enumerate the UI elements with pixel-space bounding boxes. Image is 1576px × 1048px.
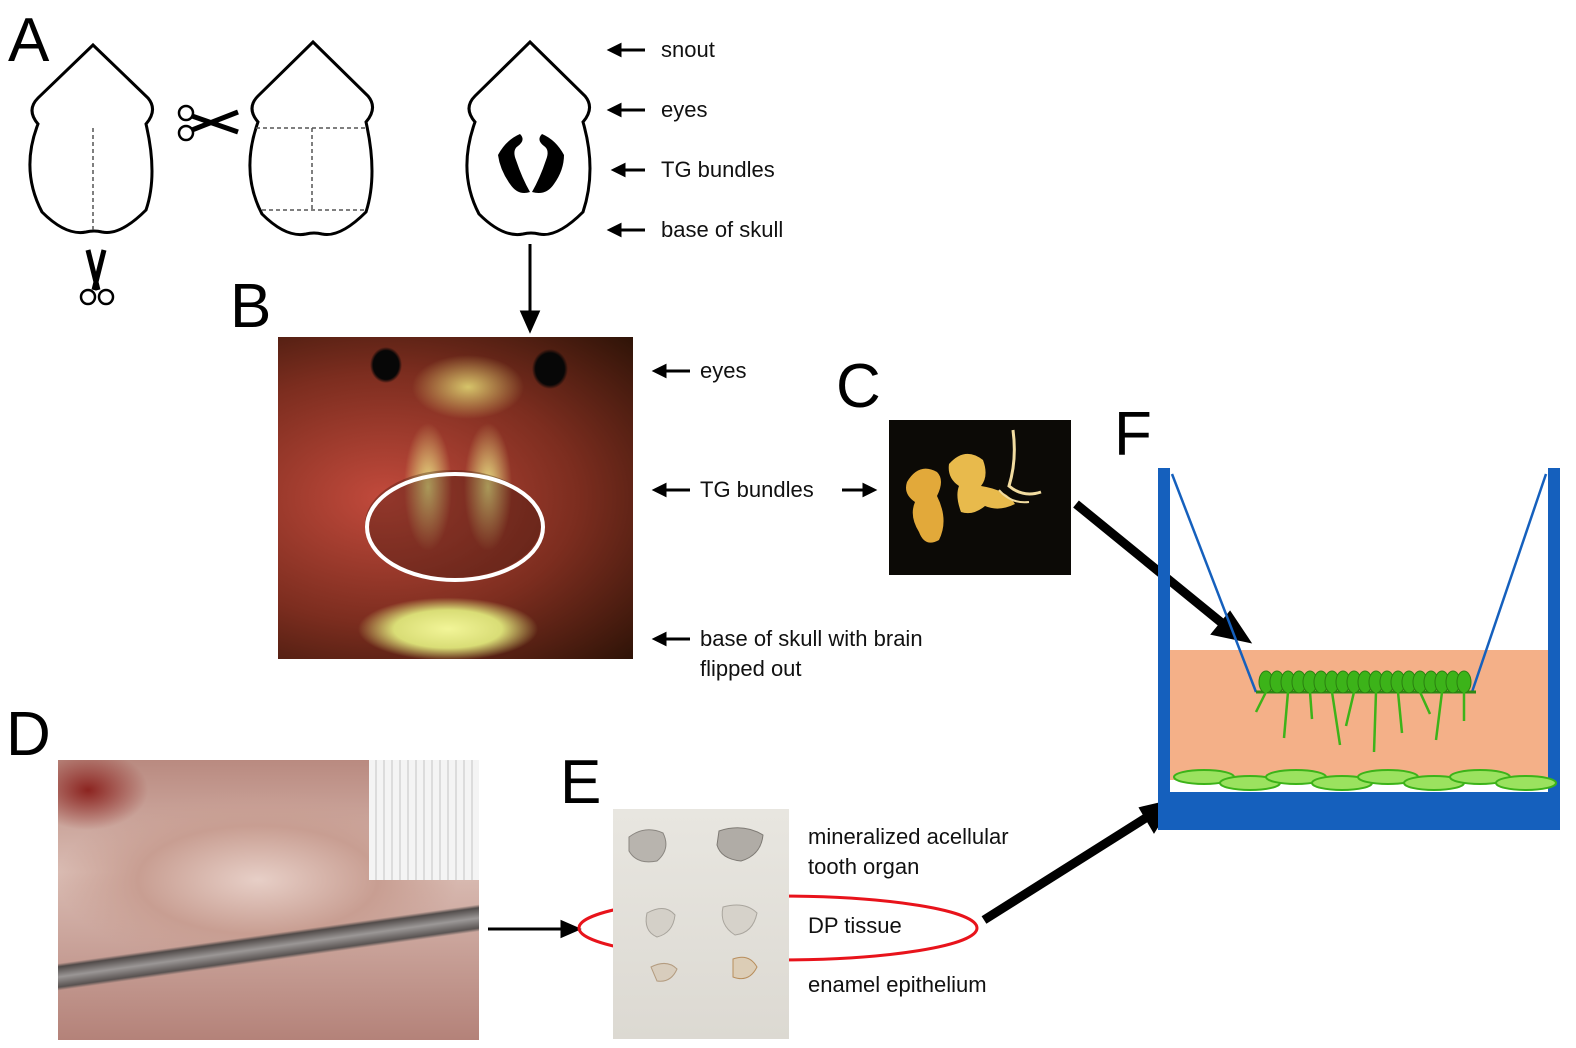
scissors-icon bbox=[177, 104, 239, 142]
tg-bundle-shapes bbox=[498, 134, 564, 193]
label-eyes-b: eyes bbox=[700, 358, 747, 383]
dissection-photo-skull bbox=[278, 337, 633, 659]
transwell-culture-diagram bbox=[1158, 468, 1560, 830]
label-enamel-epithelium: enamel epithelium bbox=[808, 972, 987, 997]
label-base-of-skull-brain: base of skull with brain flipped out bbox=[700, 624, 923, 684]
label-tg-bundles-a: TG bundles bbox=[661, 157, 775, 182]
dp-cell bbox=[1495, 775, 1557, 791]
label-arrows-b bbox=[651, 363, 878, 647]
dp-cells-on-well-bottom bbox=[1173, 769, 1557, 791]
well-bottom bbox=[1158, 792, 1560, 830]
tg-bundles-photo bbox=[889, 420, 1071, 575]
culture-medium bbox=[1170, 650, 1548, 780]
scissors-icon bbox=[79, 249, 115, 306]
panel-letter-e: E bbox=[560, 748, 602, 817]
label-dp-tissue: DP tissue bbox=[808, 913, 902, 938]
tg-axon bbox=[1308, 691, 1314, 720]
photo-overlay bbox=[365, 470, 545, 582]
tooth-tissue-photo bbox=[613, 809, 789, 1039]
label-base-of-skull: base of skull bbox=[661, 217, 784, 242]
head-outline-1 bbox=[28, 42, 154, 235]
panel-letter-f: F bbox=[1114, 400, 1152, 469]
cut-lines-dashed bbox=[256, 127, 368, 211]
well-wall-left bbox=[1158, 468, 1170, 830]
label-eyes-a: eyes bbox=[661, 97, 708, 122]
label-line: mineralized acellular bbox=[808, 824, 1009, 849]
panel-letter-b: B bbox=[230, 272, 272, 341]
panel-letter-d: D bbox=[6, 700, 51, 769]
head-outline-3 bbox=[465, 39, 592, 237]
label-tg-bundles-b: TG bundles bbox=[700, 477, 814, 502]
tg-axon bbox=[1396, 691, 1404, 734]
tg-axon bbox=[1418, 691, 1432, 715]
tg-axon bbox=[1330, 691, 1342, 746]
panel-letter-a: A bbox=[8, 6, 50, 75]
gauze-background bbox=[369, 760, 479, 880]
tg-bundles-ellipse bbox=[365, 472, 545, 582]
insert-side-left bbox=[1170, 473, 1258, 693]
label-line: flipped out bbox=[700, 656, 802, 681]
well-wall-right bbox=[1548, 468, 1560, 830]
tg-axon bbox=[1434, 691, 1444, 741]
label-line: base of skull with brain bbox=[700, 626, 923, 651]
label-mineralized-tooth-organ: mineralized acellular tooth organ bbox=[808, 822, 1009, 882]
label-arrows-a bbox=[606, 42, 645, 238]
head-outline-2 bbox=[248, 39, 374, 237]
tg-axon bbox=[1282, 691, 1290, 739]
tg-axon bbox=[1254, 691, 1268, 713]
arrow-d-to-e bbox=[488, 919, 582, 939]
tissue-pieces bbox=[628, 827, 764, 982]
label-line: tooth organ bbox=[808, 854, 920, 879]
insert-side-right bbox=[1470, 473, 1548, 693]
tg-axon bbox=[1372, 691, 1378, 753]
jaw-dissection-photo bbox=[58, 760, 479, 1040]
tg-cell bbox=[1456, 670, 1472, 694]
tg-cells-on-membrane bbox=[1254, 670, 1472, 753]
arrow-e-to-f bbox=[981, 798, 1177, 924]
tg-axon bbox=[1344, 691, 1356, 727]
label-snout: snout bbox=[661, 37, 715, 62]
arrow-to-panel-b bbox=[519, 244, 541, 334]
tg-bundles-shapes-photo bbox=[906, 429, 1042, 543]
panel-letter-c: C bbox=[836, 352, 881, 421]
